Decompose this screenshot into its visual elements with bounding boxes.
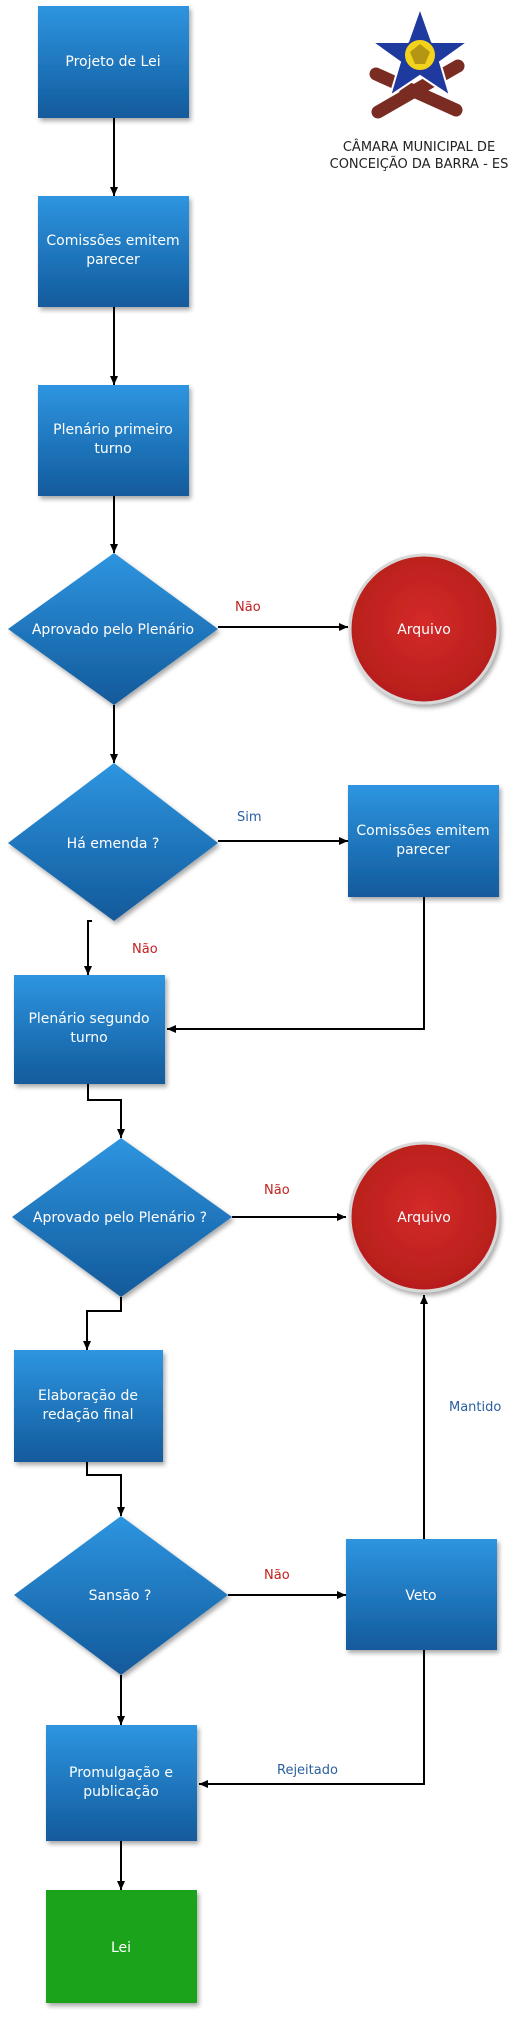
- node-plenario-primeiro-turno: Plenário primeiro turno: [38, 385, 189, 496]
- decision-sansao: Sansão ?: [14, 1516, 228, 1675]
- node-plenario-segundo-turno: Plenário segundo turno: [14, 975, 165, 1084]
- connectors: [83, 118, 428, 1890]
- arrow-veto-to-promulgacao: [199, 1650, 425, 1788]
- decision-aprovado1-label: Aprovado pelo Plenário: [32, 622, 194, 638]
- node-comissoes1-label-line2: parecer: [86, 252, 140, 268]
- arrow-redacao-to-sansao: [86, 1462, 125, 1516]
- node-redacao-label-line2: redação final: [43, 1407, 134, 1423]
- node-promulgacao-label-line2: publicação: [83, 1784, 159, 1800]
- decision-sansao-label: Sansão ?: [89, 1588, 152, 1604]
- edge-label-nao-4: Não: [264, 1568, 290, 1583]
- edge-label-nao-2: Não: [132, 942, 158, 957]
- node-plenario1-label-line1: Plenário primeiro: [53, 422, 173, 438]
- star-emblem-icon: [368, 4, 472, 119]
- edge-label-mantido: Mantido: [449, 1400, 501, 1415]
- node-projeto-label: Projeto de Lei: [65, 54, 160, 70]
- node-plenario2-label-line2: turno: [70, 1030, 107, 1046]
- node-comissoes1-label-line1: Comissões emitem: [46, 233, 179, 249]
- node-comissoes2-label-line1: Comissões emitem: [356, 823, 489, 839]
- node-veto-label: Veto: [405, 1588, 436, 1604]
- terminal-arquivo2-label: Arquivo: [397, 1210, 451, 1226]
- organization-name-line1: CÂMARA MUNICIPAL DE: [343, 139, 495, 155]
- node-elaboracao-redacao-final: Elaboração de redação final: [14, 1350, 163, 1462]
- terminal-arquivo-1: Arquivo: [348, 553, 500, 705]
- node-redacao-label-line1: Elaboração de: [38, 1388, 138, 1404]
- node-veto: Veto: [346, 1539, 497, 1650]
- decision-aprovado-pelo-plenario-2: Aprovado pelo Plenário ?: [12, 1138, 232, 1297]
- decision-aprovado-pelo-plenario-1: Aprovado pelo Plenário: [8, 553, 218, 705]
- terminal-arquivo-2: Arquivo: [348, 1141, 500, 1293]
- edge-label-sim: Sim: [237, 810, 262, 825]
- node-projeto-de-lei: Projeto de Lei: [38, 6, 189, 118]
- arrow-emenda-to-plenario2: [84, 920, 92, 975]
- node-comissoes-emitem-parecer-1: Comissões emitem parecer: [38, 196, 189, 307]
- node-lei-label: Lei: [111, 1940, 131, 1956]
- decision-aprovado2-label: Aprovado pelo Plenário ?: [33, 1210, 207, 1226]
- node-comissoes2-label-line2: parecer: [396, 842, 450, 858]
- node-comissoes-emitem-parecer-2: Comissões emitem parecer: [348, 785, 499, 897]
- terminal-arquivo1-label: Arquivo: [397, 622, 451, 638]
- arrow-comissoes2-to-plenario2: [167, 897, 425, 1033]
- edge-label-nao-3: Não: [264, 1183, 290, 1198]
- edge-label-rejeitado: Rejeitado: [277, 1763, 338, 1778]
- node-plenario1-label-line2: turno: [94, 441, 131, 457]
- node-plenario2-label-line1: Plenário segundo: [28, 1011, 149, 1027]
- node-lei: Lei: [46, 1890, 197, 2003]
- organization-name-line2: CONCEIÇÃO DA BARRA - ES: [330, 156, 509, 172]
- node-promulgacao-publicacao: Promulgação e publicação: [46, 1725, 197, 1841]
- arrow-aprovado2-to-redacao: [83, 1297, 122, 1350]
- edge-label-nao-1: Não: [235, 600, 261, 615]
- node-promulgacao-label-line1: Promulgação e: [69, 1765, 173, 1781]
- decision-emenda-label: Há emenda ?: [67, 836, 160, 852]
- arrow-plenario2-to-aprovado2: [87, 1084, 125, 1138]
- decision-ha-emenda: Há emenda ?: [8, 763, 218, 921]
